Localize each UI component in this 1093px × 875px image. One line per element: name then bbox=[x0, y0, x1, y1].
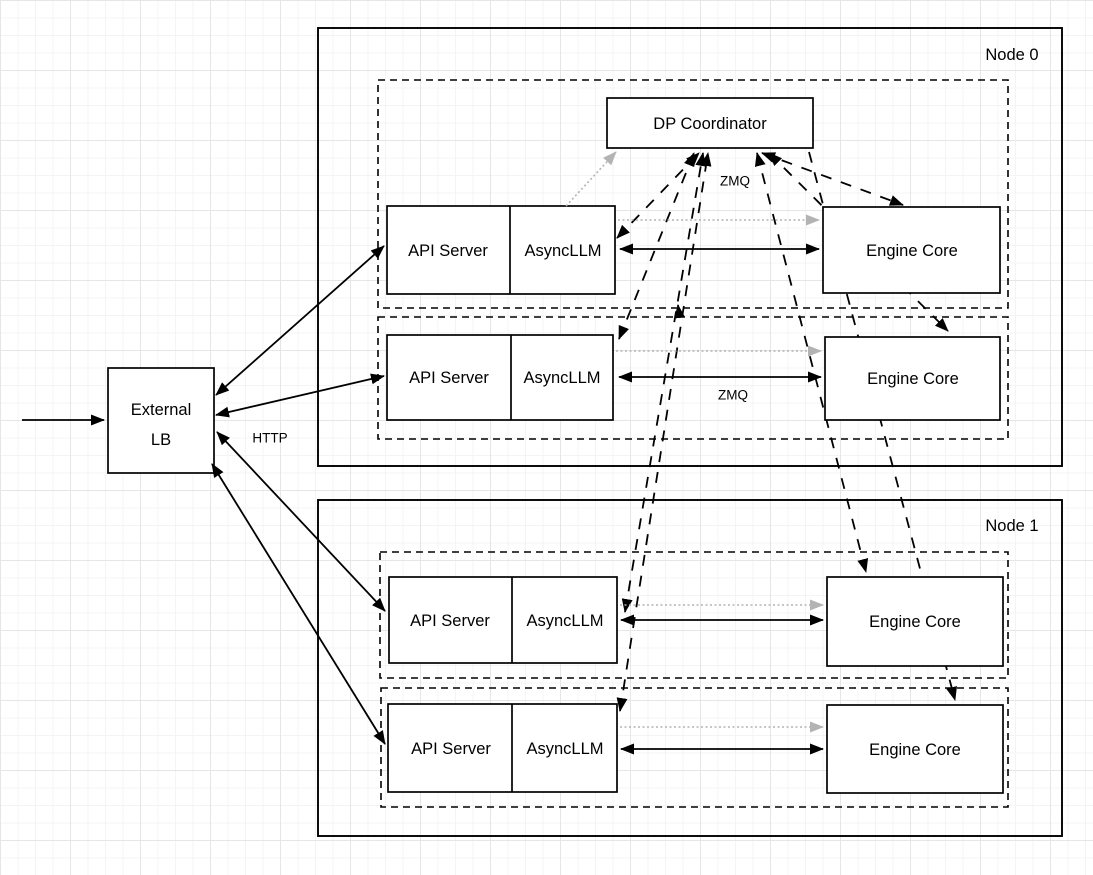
edge-coord-asyncllm-n1r1-mid-arrow bbox=[674, 304, 686, 319]
label-asyncllm-n1r2: AsyncLLM bbox=[526, 739, 604, 758]
label-engine-core-n1r1: Engine Core bbox=[869, 612, 961, 631]
edge-coord-engine-n0r1 bbox=[761, 152, 904, 206]
label-engine-core-n0r2: Engine Core bbox=[867, 369, 959, 388]
label-external-lb-line1: External bbox=[130, 400, 192, 419]
label-external-lb-line2: LB bbox=[150, 430, 172, 449]
label-api-server-n1r1: API Server bbox=[410, 611, 490, 630]
label-asyncllm-n0r2: AsyncLLM bbox=[523, 368, 601, 387]
api-box-n0r2 bbox=[386, 334, 614, 421]
label-node0: Node 0 bbox=[985, 45, 1039, 64]
engine-core-box-n0r2 bbox=[824, 336, 1001, 421]
engine-core-box-n1r1 bbox=[826, 576, 1004, 667]
container-node0-row1 bbox=[377, 79, 1009, 309]
label-api-server-n0r1: API Server bbox=[408, 241, 488, 260]
external-lb-box bbox=[107, 367, 215, 474]
api-box-n0r1 bbox=[386, 205, 616, 295]
dp-coordinator-box bbox=[606, 97, 814, 149]
engine-core-box-n1r2 bbox=[826, 704, 1004, 794]
edge-coord-asyncllm-n1r1 bbox=[621, 152, 707, 613]
label-http: HTTP bbox=[252, 430, 288, 446]
label-api-server-n0r2: API Server bbox=[409, 368, 489, 387]
edge-coord-asyncllm-n1r2 bbox=[616, 152, 712, 712]
edge-lb-api-n1r2 bbox=[211, 463, 386, 745]
label-engine-core-n1r2: Engine Core bbox=[869, 740, 961, 759]
api-box-n1r2 bbox=[387, 703, 618, 793]
label-node1: Node 1 bbox=[985, 516, 1039, 535]
label-zmq-top: ZMQ bbox=[720, 173, 750, 189]
edge-lb-api-n0r2 bbox=[215, 373, 385, 418]
label-api-server-n1r2: API Server bbox=[411, 739, 491, 758]
label-asyncllm-n1r1: AsyncLLM bbox=[526, 611, 604, 630]
edge-coord-engine-n1r1 bbox=[754, 152, 869, 573]
edge-lb-api-n0r1 bbox=[215, 245, 385, 396]
edge-lb-api-n1r1 bbox=[216, 431, 386, 612]
label-asyncllm-n0r1: AsyncLLM bbox=[524, 241, 602, 260]
label-zmq-middle: ZMQ bbox=[718, 387, 748, 403]
api-box-n1r1 bbox=[388, 576, 618, 664]
label-engine-core-n0r1: Engine Core bbox=[866, 241, 958, 260]
edge-dotted-asyncllm-coord bbox=[565, 151, 617, 207]
engine-core-box-n0r1 bbox=[822, 206, 1001, 294]
edge-coord-asyncllm-n0r1 bbox=[616, 152, 700, 239]
label-dp-coordinator: DP Coordinator bbox=[653, 114, 767, 133]
